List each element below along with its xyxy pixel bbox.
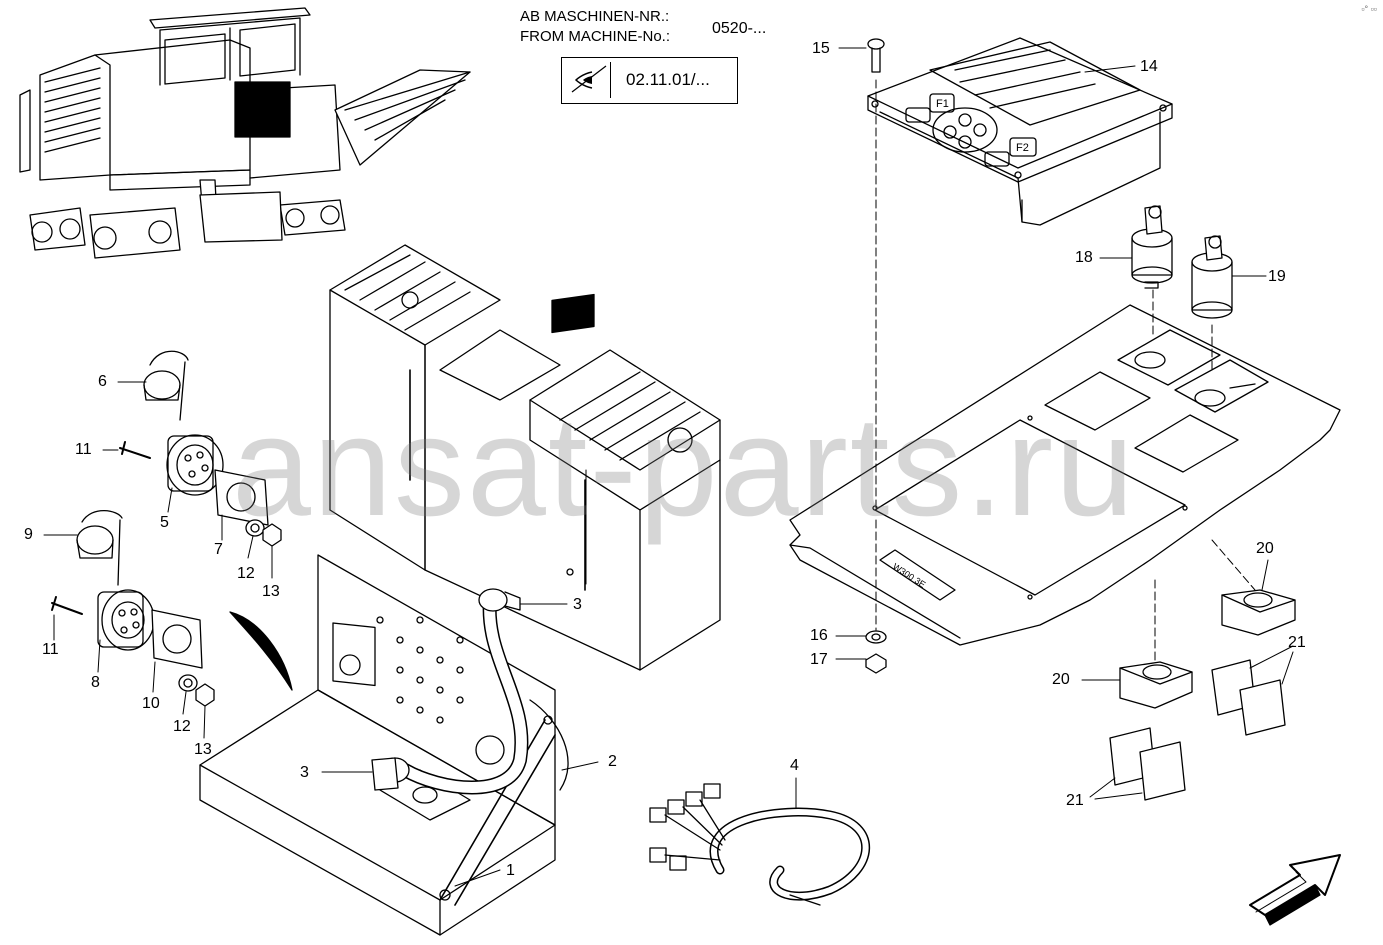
- callout-1: 1: [506, 862, 515, 879]
- cap-9: [76, 509, 123, 586]
- contact-holder-20-top: [1221, 589, 1296, 636]
- callout-14: 14: [1140, 58, 1158, 75]
- screw-11-top: [119, 441, 151, 459]
- screw-15: [867, 38, 885, 73]
- callout-20-top: 20: [1256, 540, 1274, 557]
- callout-3-box: 3: [300, 764, 309, 781]
- contact-block-21-left: [1109, 727, 1186, 801]
- cable-harness-2: [398, 593, 569, 795]
- connector-8: [97, 589, 155, 651]
- svg-text:F1: F1: [936, 98, 949, 110]
- direction-arrow-icon: [1249, 854, 1341, 926]
- display-unit-14: F1 F2: [867, 37, 1173, 226]
- callout-21-left: 21: [1066, 792, 1084, 809]
- callout-3-console: 3: [573, 596, 582, 613]
- callout-19: 19: [1268, 268, 1286, 285]
- nut-17: [865, 653, 887, 674]
- curved-arrow: [229, 611, 293, 691]
- callout-7: 7: [214, 541, 223, 558]
- key-switch-18: [1131, 205, 1173, 289]
- machine-overview-illustration: [19, 7, 471, 259]
- callout-2: 2: [608, 753, 617, 770]
- callout-18: 18: [1075, 249, 1093, 266]
- callout-5: 5: [160, 514, 169, 531]
- cable-4: [649, 783, 871, 906]
- corner-mark: ▫° ▫▫: [1361, 4, 1377, 14]
- nut-13-bottom: [195, 683, 215, 707]
- callout-21-right: 21: [1288, 634, 1306, 651]
- nut-13-top: [262, 523, 282, 547]
- watermark: ansat-parts.ru: [232, 387, 1137, 546]
- eye-icon: [566, 62, 611, 98]
- connector-5: [166, 434, 224, 496]
- gasket-10: [151, 609, 203, 669]
- washer-16: [865, 630, 887, 644]
- gasket-7: [214, 469, 269, 526]
- reference-box: 02.11.01/...: [561, 57, 738, 104]
- control-console: [329, 244, 721, 671]
- contact-holder-20-bottom: [1119, 661, 1193, 709]
- callout-16: 16: [810, 627, 828, 644]
- callout-13-bottom: 13: [194, 741, 212, 758]
- callout-17: 17: [810, 651, 828, 668]
- callout-11-bottom: 11: [42, 641, 59, 658]
- callout-9: 9: [24, 526, 33, 543]
- leader-lines: [43, 47, 1294, 887]
- callout-11-top: 11: [75, 441, 92, 458]
- svg-text:F2: F2: [1016, 142, 1029, 154]
- reference-date: 02.11.01/...: [626, 70, 710, 89]
- from-machine-label-en: FROM MACHINE-No.:: [520, 28, 670, 45]
- gland-3-bottom: [371, 757, 410, 791]
- key-switch-19: [1191, 235, 1233, 319]
- contact-block-21-right: [1211, 659, 1286, 736]
- screw-11-bottom: [51, 596, 83, 615]
- callout-12-top: 12: [237, 565, 255, 582]
- callout-20-bottom: 20: [1052, 671, 1070, 688]
- gland-3-top: [478, 588, 521, 612]
- callout-12-bottom: 12: [173, 718, 191, 735]
- from-machine-label-de: AB MASCHINEN-NR.:: [520, 8, 670, 25]
- callout-10: 10: [142, 695, 160, 712]
- machine-number: 0520-...: [712, 20, 767, 37]
- mounting-plate: W300 3E: [789, 304, 1341, 646]
- callout-8: 8: [91, 674, 100, 691]
- box-housing-1: [199, 554, 556, 936]
- callout-13-top: 13: [262, 583, 280, 600]
- cap-6: [143, 350, 189, 421]
- washer-12-top: [245, 519, 265, 537]
- callout-4: 4: [790, 757, 799, 774]
- washer-12-bottom: [178, 674, 198, 692]
- callout-15: 15: [812, 40, 830, 57]
- alignment-lines: [875, 79, 1256, 661]
- callout-6: 6: [98, 373, 107, 390]
